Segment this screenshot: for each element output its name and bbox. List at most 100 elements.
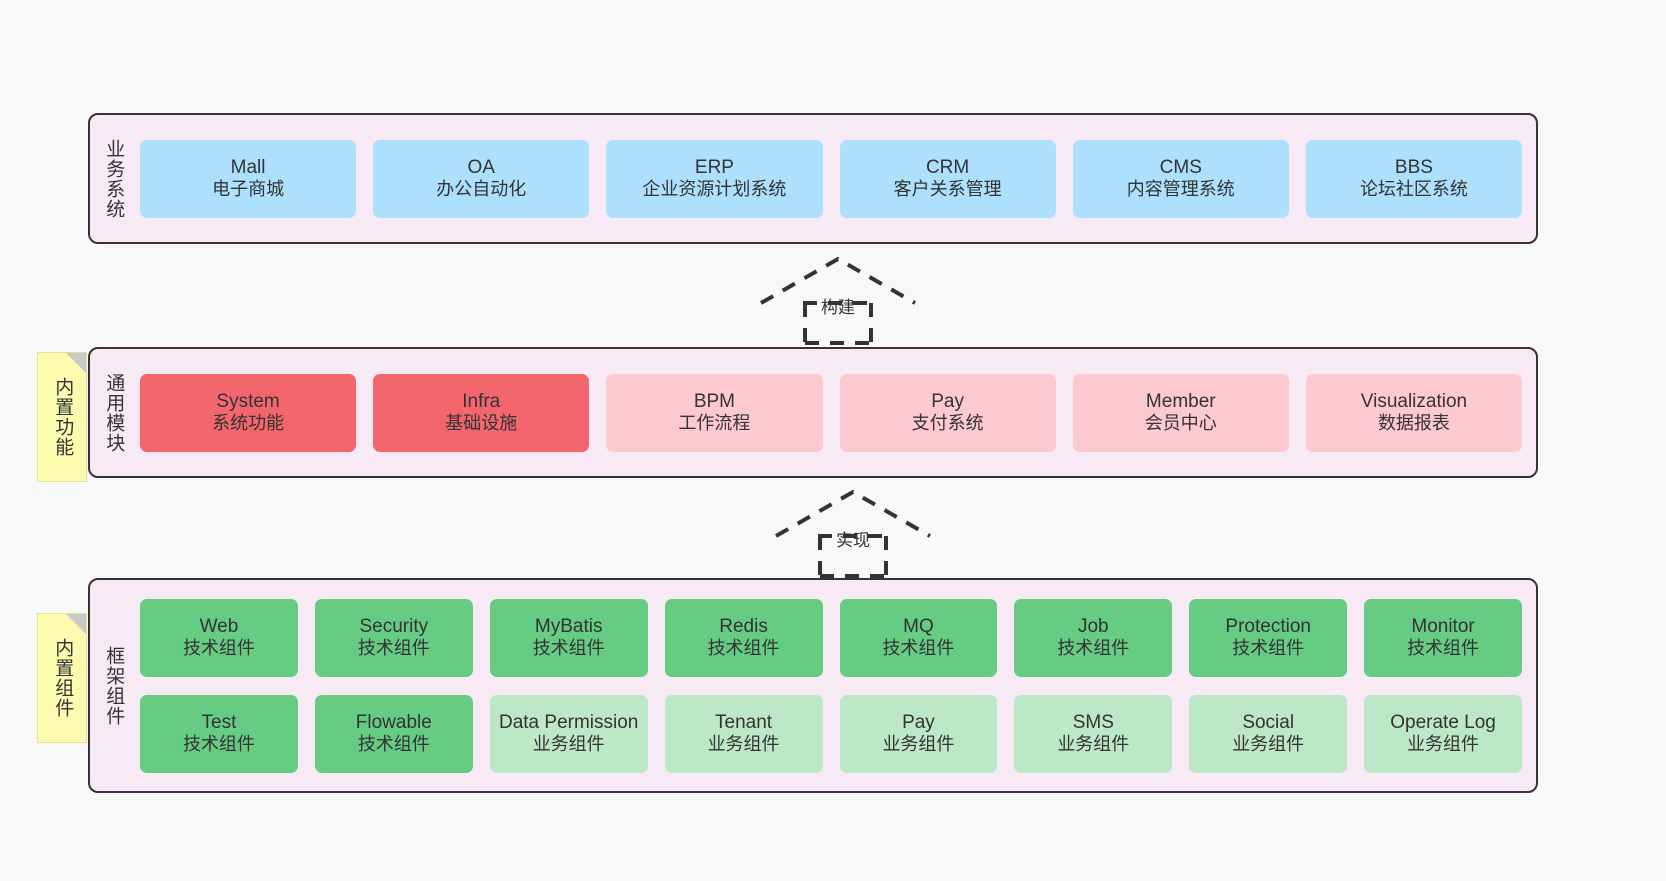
card-name: Infra	[462, 390, 501, 412]
layer-common-modules: 通用模块 System 系统功能 Infra 基础设施 BPM 工作流程 Pay…	[88, 347, 1538, 478]
card-redis[interactable]: Redis 技术组件	[664, 598, 823, 677]
card-name: BPM	[693, 390, 736, 412]
card-desc: 基础设施	[445, 413, 518, 434]
card-desc: 技术组件	[182, 638, 255, 659]
card-row: Test 技术组件 Flowable 技术组件 Data Permission …	[140, 694, 1522, 773]
card-name: Security	[359, 615, 429, 637]
note-label: 内置功能	[52, 377, 74, 457]
card-name: Test	[201, 711, 237, 733]
layer-body-module: System 系统功能 Infra 基础设施 BPM 工作流程 Pay 支付系统…	[136, 349, 1536, 476]
card-name: Social	[1242, 711, 1295, 733]
layer-framework-components: 框架组件 Web 技术组件 Security 技术组件 MyBatis 技术组件…	[88, 578, 1538, 793]
card-operate-log[interactable]: Operate Log 业务组件	[1364, 694, 1522, 773]
dashed-generalization-arrow-icon	[760, 256, 916, 345]
card-name: ERP	[694, 156, 734, 178]
card-desc: 业务组件	[882, 734, 955, 755]
card-name: Web	[199, 615, 239, 637]
card-bpm[interactable]: BPM 工作流程	[606, 373, 823, 452]
card-monitor[interactable]: Monitor 技术组件	[1364, 598, 1522, 677]
card-name: CMS	[1159, 156, 1202, 178]
card-data-permission[interactable]: Data Permission 业务组件	[489, 694, 648, 773]
layer-business-systems: 业务系统 Mall 电子商城 OA 办公自动化 ERP 企业资源计划系统 CRM…	[88, 113, 1538, 244]
card-row: Web 技术组件 Security 技术组件 MyBatis 技术组件 Redi…	[140, 598, 1522, 677]
card-tenant[interactable]: Tenant 业务组件	[664, 694, 823, 773]
card-security[interactable]: Security 技术组件	[314, 598, 473, 677]
card-member[interactable]: Member 会员中心	[1072, 373, 1289, 452]
arrow-realize: 实现	[768, 488, 938, 578]
card-desc: 技术组件	[1057, 638, 1130, 659]
card-web[interactable]: Web 技术组件	[140, 598, 298, 677]
card-name: Data Permission	[498, 711, 639, 733]
card-desc: 技术组件	[532, 638, 605, 659]
card-bbs[interactable]: BBS 论坛社区系统	[1305, 139, 1523, 218]
card-name: Job	[1077, 615, 1109, 637]
card-mall[interactable]: Mall 电子商城	[140, 139, 357, 218]
card-row: Mall 电子商城 OA 办公自动化 ERP 企业资源计划系统 CRM 客户关系…	[140, 139, 1523, 218]
card-name: SMS	[1072, 711, 1114, 733]
card-oa[interactable]: OA 办公自动化	[373, 139, 590, 218]
note-builtin-components: 内置组件	[37, 613, 87, 743]
note-builtin-functions: 内置功能	[37, 352, 87, 482]
card-desc: 电子商城	[212, 179, 285, 200]
card-desc: 技术组件	[357, 638, 430, 659]
card-row: System 系统功能 Infra 基础设施 BPM 工作流程 Pay 支付系统…	[140, 373, 1523, 452]
card-desc: 客户关系管理	[893, 179, 1002, 200]
card-name: Operate Log	[1390, 711, 1496, 733]
card-name: System	[216, 390, 280, 412]
card-name: MQ	[903, 615, 934, 637]
card-desc: 技术组件	[707, 638, 780, 659]
card-cms[interactable]: CMS 内容管理系统	[1072, 139, 1289, 218]
layer-title-frame: 框架组件	[103, 645, 125, 726]
card-infra[interactable]: Infra 基础设施	[373, 373, 590, 452]
arrow-build: 构建	[753, 255, 923, 345]
card-pay[interactable]: Pay 支付系统	[839, 373, 1056, 452]
card-desc: 技术组件	[357, 734, 430, 755]
card-desc: 技术组件	[1232, 638, 1305, 659]
card-name: Mall	[230, 156, 266, 178]
card-desc: 办公自动化	[436, 179, 527, 200]
card-desc: 企业资源计划系统	[642, 179, 787, 200]
card-sms[interactable]: SMS 业务组件	[1014, 694, 1173, 773]
layer-body-frame: Web 技术组件 Security 技术组件 MyBatis 技术组件 Redi…	[136, 580, 1536, 791]
card-name: Pay	[902, 711, 935, 733]
card-name: Flowable	[355, 711, 432, 733]
card-desc: 业务组件	[1057, 734, 1130, 755]
card-test[interactable]: Test 技术组件	[140, 694, 298, 773]
card-desc: 数据报表	[1377, 413, 1450, 434]
dashed-generalization-arrow-icon	[775, 489, 931, 578]
card-mybatis[interactable]: MyBatis 技术组件	[489, 598, 648, 677]
card-name: Monitor	[1411, 615, 1475, 637]
card-desc: 会员中心	[1144, 413, 1217, 434]
card-mq[interactable]: MQ 技术组件	[839, 598, 998, 677]
card-flowable[interactable]: Flowable 技术组件	[314, 694, 473, 773]
card-desc: 业务组件	[1232, 734, 1305, 755]
card-desc: 工作流程	[678, 413, 751, 434]
card-protection[interactable]: Protection 技术组件	[1189, 598, 1348, 677]
layer-body-business: Mall 电子商城 OA 办公自动化 ERP 企业资源计划系统 CRM 客户关系…	[136, 115, 1536, 242]
card-system[interactable]: System 系统功能	[140, 373, 357, 452]
card-desc: 论坛社区系统	[1359, 179, 1468, 200]
card-pay-business[interactable]: Pay 业务组件	[839, 694, 998, 773]
card-desc: 业务组件	[707, 734, 780, 755]
card-desc: 内容管理系统	[1126, 179, 1235, 200]
note-label: 内置组件	[52, 638, 74, 718]
card-name: Visualization	[1360, 390, 1468, 412]
card-visualization[interactable]: Visualization 数据报表	[1305, 373, 1523, 452]
card-desc: 系统功能	[212, 413, 285, 434]
card-name: Member	[1145, 390, 1216, 412]
card-job[interactable]: Job 技术组件	[1014, 598, 1173, 677]
card-desc: 技术组件	[1407, 638, 1480, 659]
card-name: Pay	[931, 390, 964, 412]
card-desc: 支付系统	[911, 413, 984, 434]
card-crm[interactable]: CRM 客户关系管理	[839, 139, 1056, 218]
card-name: Tenant	[715, 711, 773, 733]
card-name: Redis	[719, 615, 768, 637]
card-name: BBS	[1394, 156, 1433, 178]
card-name: Protection	[1225, 615, 1311, 637]
card-erp[interactable]: ERP 企业资源计划系统	[606, 139, 823, 218]
card-social[interactable]: Social 业务组件	[1189, 694, 1348, 773]
layer-title-module: 通用模块	[103, 372, 125, 453]
card-name: MyBatis	[534, 615, 603, 637]
card-name: CRM	[925, 156, 970, 178]
